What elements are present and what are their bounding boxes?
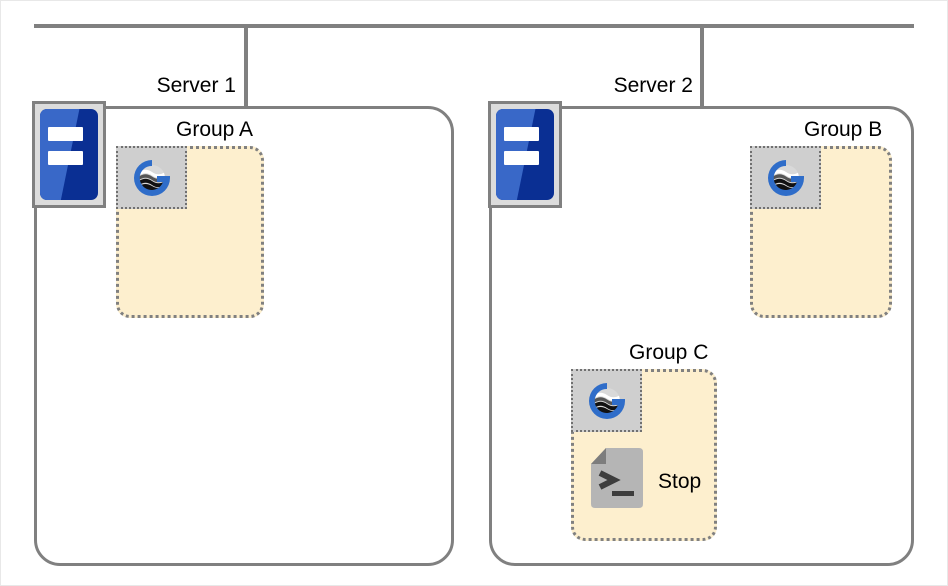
server-icon-body bbox=[40, 109, 98, 200]
server-1-machine-icon bbox=[32, 101, 106, 208]
group-c-item-stop[interactable]: Stop bbox=[590, 447, 701, 516]
top-bus-line bbox=[34, 24, 914, 28]
server-1-box[interactable] bbox=[34, 106, 454, 566]
server-icon-slot-2 bbox=[48, 150, 83, 165]
script-file-icon bbox=[590, 447, 644, 516]
server-2-box[interactable] bbox=[489, 106, 914, 566]
glassfish-icon bbox=[582, 376, 632, 426]
server-2-label: Server 2 bbox=[613, 74, 693, 97]
glassfish-icon bbox=[761, 153, 811, 203]
group-c-glassfish-instance[interactable] bbox=[571, 369, 642, 432]
server-icon-slot-1 bbox=[48, 127, 83, 141]
server-icon-slot-1 bbox=[504, 127, 539, 141]
group-a-glassfish-instance[interactable] bbox=[116, 146, 187, 209]
group-a-label: Group A bbox=[176, 118, 254, 141]
server-1-connector-line bbox=[244, 24, 248, 108]
group-b-label: Group B bbox=[804, 118, 883, 141]
server-icon-body bbox=[496, 109, 554, 200]
stop-item-label: Stop bbox=[658, 470, 702, 493]
group-a-box[interactable] bbox=[116, 146, 264, 318]
glassfish-icon bbox=[127, 153, 177, 203]
group-b-glassfish-instance[interactable] bbox=[750, 146, 821, 209]
server-2-connector-line bbox=[700, 24, 704, 108]
server-icon-slot-2 bbox=[504, 150, 539, 165]
server-1-label: Server 1 bbox=[156, 74, 236, 97]
group-c-label: Group C bbox=[629, 341, 709, 364]
server-2-machine-icon bbox=[488, 101, 562, 208]
